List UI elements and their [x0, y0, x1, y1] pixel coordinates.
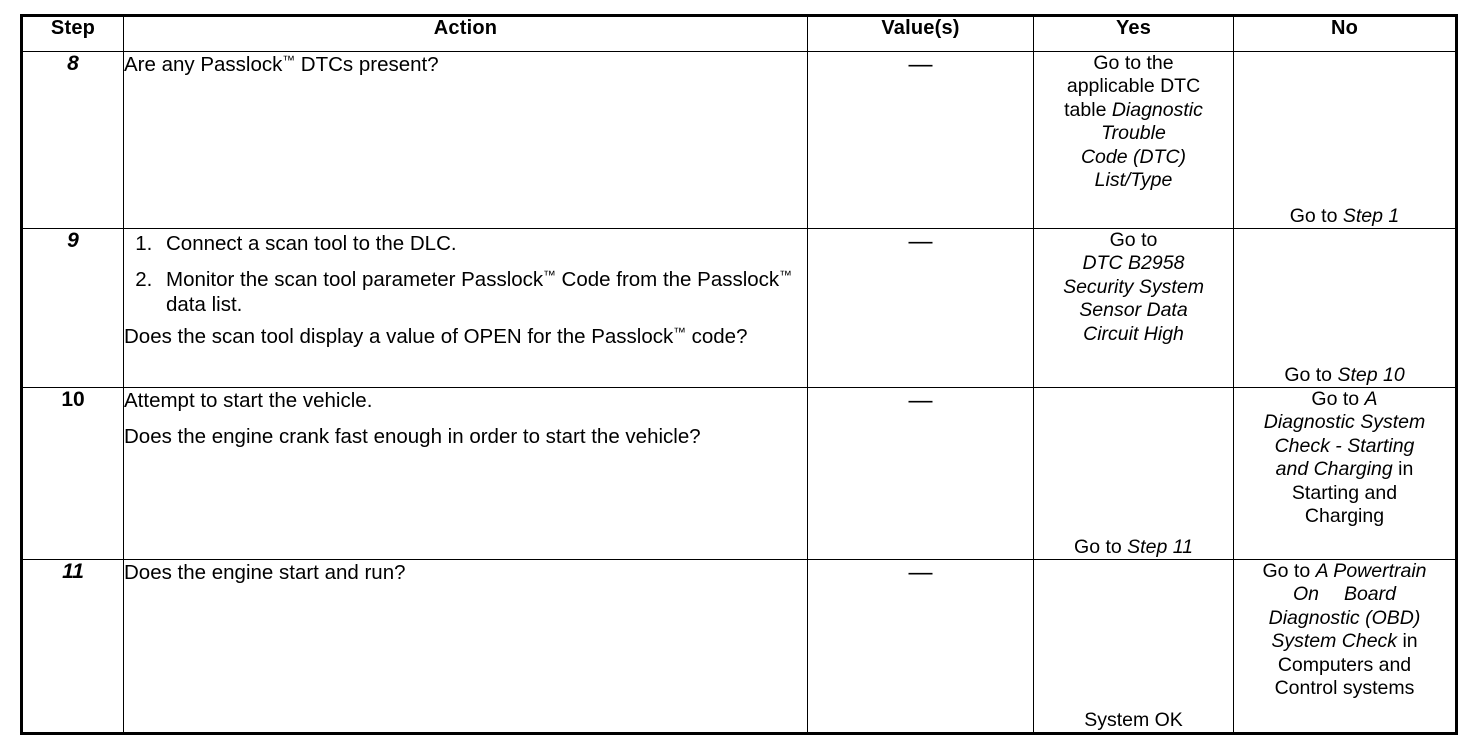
yes-line-4: Trouble: [1101, 122, 1166, 145]
yes-lead: Go to: [1109, 229, 1158, 251]
yes-line-3-roman: table: [1064, 98, 1112, 121]
no-line-1: Go to A Powertrain: [1234, 560, 1455, 583]
no-cell: Go to Step 10: [1233, 228, 1457, 388]
yes-text: Go to Step 11: [1074, 536, 1193, 558]
yes-line-6: List/Type: [1094, 168, 1173, 191]
no-tail-line-2: Charging: [1304, 504, 1385, 527]
action-cell: Connect a scan tool to the DLC. Monitor …: [123, 228, 808, 388]
yes-ref-line-4: Circuit High: [1083, 322, 1184, 345]
yes-text: System OK: [1084, 708, 1183, 731]
action-cell: Does the engine start and run?: [123, 559, 808, 734]
trademark-icon: ™: [543, 267, 556, 283]
no-connector: in: [1397, 630, 1418, 653]
yes-line-1: Go to the: [1093, 52, 1174, 74]
value-cell: —: [807, 51, 1034, 229]
table-row: 9 Connect a scan tool to the DLC. Monito…: [21, 228, 1457, 388]
value-dash: —: [908, 228, 933, 255]
no-cell: Go to A Diagnostic System Check - Starti…: [1233, 387, 1457, 560]
action-question: Are any Passlock™ DTCs present?: [124, 52, 439, 76]
value-cell: —: [807, 228, 1034, 388]
table-body: 8 Are any Passlock™ DTCs present? — Go t…: [21, 51, 1457, 734]
action-question: Does the engine crank fast enough in ord…: [124, 424, 701, 448]
list-item: Connect a scan tool to the DLC.: [158, 231, 807, 257]
yes-line-2: applicable DTC: [1066, 75, 1201, 98]
value-dash: —: [908, 51, 933, 78]
value-cell: —: [807, 559, 1034, 734]
no-text: Go to A Diagnostic System Check - Starti…: [1234, 388, 1455, 528]
action-step-list: Connect a scan tool to the DLC. Monitor …: [124, 231, 807, 318]
yes-cell: System OK: [1033, 559, 1234, 734]
no-text: Go to Step 10: [1284, 364, 1404, 386]
header-row: Step Action Value(s) Yes No: [21, 15, 1457, 52]
value-dash: —: [908, 387, 933, 414]
list-item: Monitor the scan tool parameter Passlock…: [158, 267, 807, 318]
no-ref-line-1: A Powertrain: [1315, 560, 1427, 582]
yes-cell: Go to the applicable DTC table Diagnosti…: [1033, 51, 1234, 229]
yes-step-ref: Step 11: [1127, 535, 1193, 558]
trademark-icon: ™: [282, 52, 296, 68]
step-number: 8: [21, 51, 124, 229]
no-lead: Go to: [1284, 363, 1338, 386]
no-line-4: and Charging in: [1234, 458, 1455, 481]
no-tail-line-1: Starting and: [1291, 481, 1398, 504]
no-ref-line-4: System Check: [1271, 630, 1398, 653]
yes-text: Go to the applicable DTC table Diagnosti…: [1034, 52, 1233, 192]
action-statement: Attempt to start the vehicle.: [124, 389, 373, 412]
column-header-value: Value(s): [807, 15, 1034, 52]
no-tail-line-2: Control systems: [1274, 676, 1415, 699]
value-cell: —: [807, 387, 1034, 560]
column-header-step: Step: [21, 15, 124, 52]
yes-line-3-italic: Diagnostic: [1111, 98, 1203, 121]
trademark-icon: ™: [779, 267, 792, 283]
no-connector: in: [1392, 458, 1414, 481]
column-header-yes: Yes: [1033, 15, 1234, 52]
step-number: 10: [21, 387, 124, 560]
yes-line-5: Code (DTC): [1080, 145, 1187, 168]
no-cell: Go to A Powertrain On Board Diagnostic (…: [1233, 559, 1457, 734]
no-lead: Go to: [1289, 204, 1343, 227]
no-ref-line-3: Diagnostic (OBD): [1268, 606, 1421, 629]
action-cell: Are any Passlock™ DTCs present?: [123, 51, 808, 229]
table-header: Step Action Value(s) Yes No: [21, 15, 1457, 52]
table-row: 11 Does the engine start and run? — Syst…: [21, 559, 1457, 734]
column-header-no: No: [1233, 15, 1457, 52]
no-ref-line-4: and Charging: [1275, 458, 1393, 481]
no-lead: Go to: [1262, 560, 1316, 582]
no-text: Go to Step 1: [1290, 205, 1400, 227]
trademark-icon: ™: [673, 324, 686, 340]
action-question: Does the scan tool display a value of OP…: [124, 324, 748, 348]
yes-text: Go to DTC B2958 Security System Sensor D…: [1034, 229, 1233, 346]
table-row: 10 Attempt to start the vehicle. Does th…: [21, 387, 1457, 560]
step-number: 11: [21, 559, 124, 734]
column-header-action: Action: [123, 15, 808, 52]
no-ref-line-1: A: [1364, 388, 1378, 410]
no-tail-line-1: Computers and: [1277, 653, 1412, 676]
no-lead: Go to: [1311, 388, 1365, 410]
yes-ref-line-3: Sensor Data: [1079, 299, 1188, 322]
yes-ref-line-2: Security System: [1063, 275, 1204, 298]
no-line-4: System Check in: [1234, 630, 1455, 653]
no-ref-line-3: Check - Starting: [1274, 434, 1415, 457]
no-step-ref: Step 10: [1337, 363, 1405, 386]
yes-lead: Go to: [1074, 535, 1128, 558]
yes-cell: Go to DTC B2958 Security System Sensor D…: [1033, 228, 1234, 388]
yes-ref-line-1: DTC B2958: [1082, 252, 1185, 275]
no-step-ref: Step 1: [1342, 204, 1400, 227]
no-cell: Go to Step 1: [1233, 51, 1457, 229]
no-text: Go to A Powertrain On Board Diagnostic (…: [1234, 560, 1455, 700]
yes-cell: Go to Step 11: [1033, 387, 1234, 560]
no-line-1: Go to A: [1234, 388, 1455, 411]
no-ref-line-2: On Board: [1293, 583, 1396, 606]
action-cell: Attempt to start the vehicle. Does the e…: [123, 387, 808, 560]
action-question: Does the engine start and run?: [124, 561, 406, 584]
step-number: 9: [21, 228, 124, 388]
yes-line-3: table Diagnostic: [1034, 99, 1233, 122]
table-row: 8 Are any Passlock™ DTCs present? — Go t…: [21, 51, 1457, 229]
diagnostic-procedure-table: Step Action Value(s) Yes No 8 Are any Pa…: [20, 14, 1458, 735]
no-ref-line-2: Diagnostic System: [1263, 411, 1426, 434]
value-dash: —: [908, 559, 933, 586]
